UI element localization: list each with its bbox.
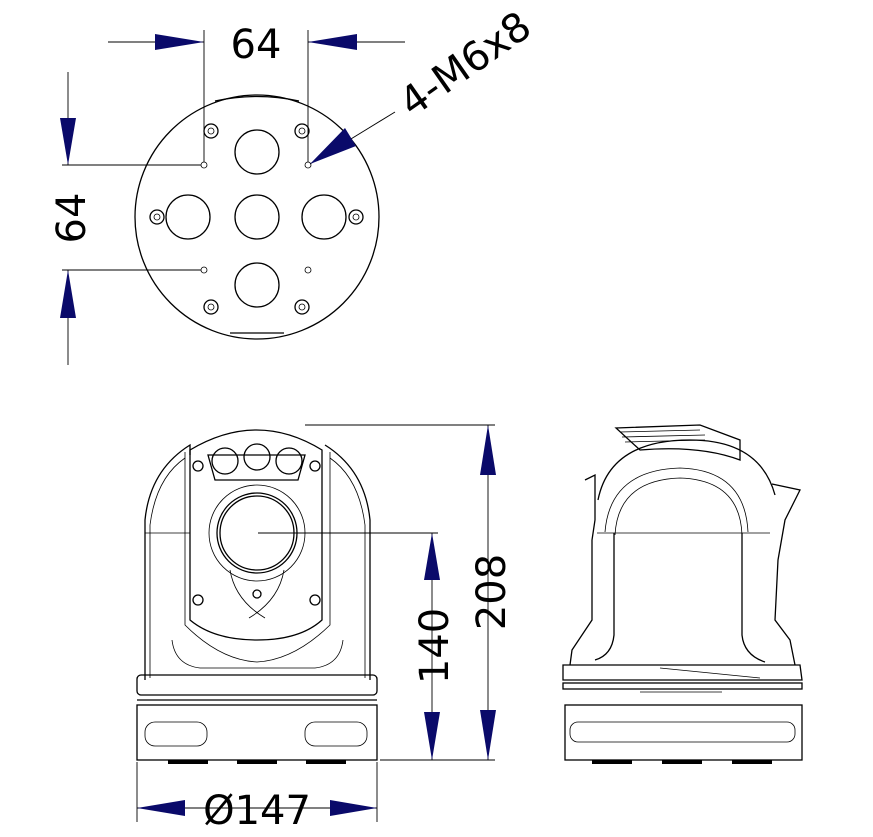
mount-holes	[200, 161, 312, 274]
dim-center-height: 140	[412, 608, 458, 684]
dim-top-spacing-x: 64	[231, 22, 282, 68]
dim-thread-callout: 4-M6x8	[391, 3, 539, 126]
screws	[149, 123, 364, 315]
lens-openings	[165, 129, 347, 308]
dim-top-spacing-y: 64	[49, 193, 95, 244]
dim-overall-height: 208	[469, 554, 515, 630]
front-view: 208 140 Ø147	[136, 424, 515, 834]
side-view	[562, 424, 803, 764]
dim-base-diameter: Ø147	[203, 788, 311, 834]
top-view: 64 64 4-M6x8	[49, 3, 540, 365]
